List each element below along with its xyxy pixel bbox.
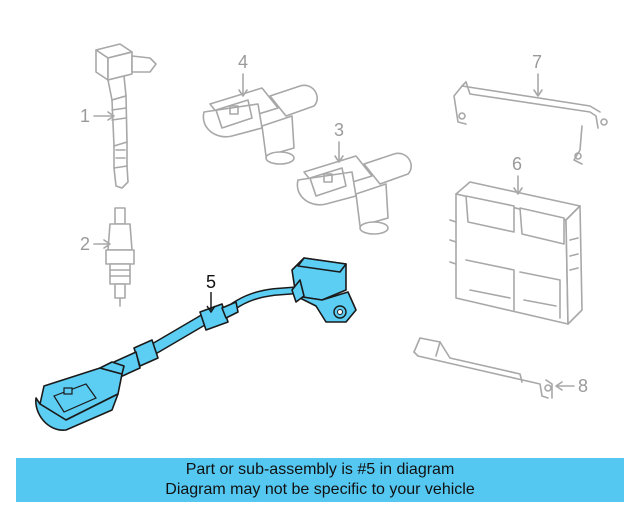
- callout-8-number: 8: [578, 376, 588, 396]
- callout-1-number: 1: [80, 106, 90, 126]
- callout-4: 4: [238, 52, 248, 97]
- callout-4-number: 4: [238, 52, 248, 72]
- callout-7: 7: [532, 52, 543, 97]
- callout-5: 5: [206, 272, 216, 314]
- part-4-camshaft-sensor[interactable]: [202, 84, 318, 165]
- parts-diagram: 1 2 4: [35, 43, 608, 431]
- callout-6: 6: [512, 154, 523, 195]
- part-7-bracket[interactable]: [453, 81, 608, 165]
- part-3-camshaft-sensor[interactable]: [296, 152, 412, 235]
- info-banner: Part or sub-assembly is #5 in diagram Di…: [16, 458, 624, 502]
- banner-line-disclaimer: Diagram may not be specific to your vehi…: [165, 481, 475, 498]
- callout-2-number: 2: [80, 234, 90, 254]
- callout-5-number: 5: [206, 272, 216, 292]
- callout-7-number: 7: [532, 52, 542, 72]
- part-8-bracket[interactable]: [413, 337, 553, 399]
- callout-6-number: 6: [512, 154, 522, 174]
- part-5-crankshaft-sensor[interactable]: [35, 257, 357, 431]
- callout-1: 1: [80, 106, 115, 126]
- part-1-ignition-coil[interactable]: [95, 43, 157, 189]
- callout-3: 3: [334, 120, 344, 163]
- banner-line-part: Part or sub-assembly is #5 in diagram: [185, 461, 455, 478]
- callout-3-number: 3: [334, 120, 344, 140]
- part-6-ecu[interactable]: [449, 181, 583, 325]
- part-2-spark-plug[interactable]: [105, 207, 135, 307]
- callout-8: 8: [555, 376, 588, 396]
- callout-2: 2: [80, 234, 111, 254]
